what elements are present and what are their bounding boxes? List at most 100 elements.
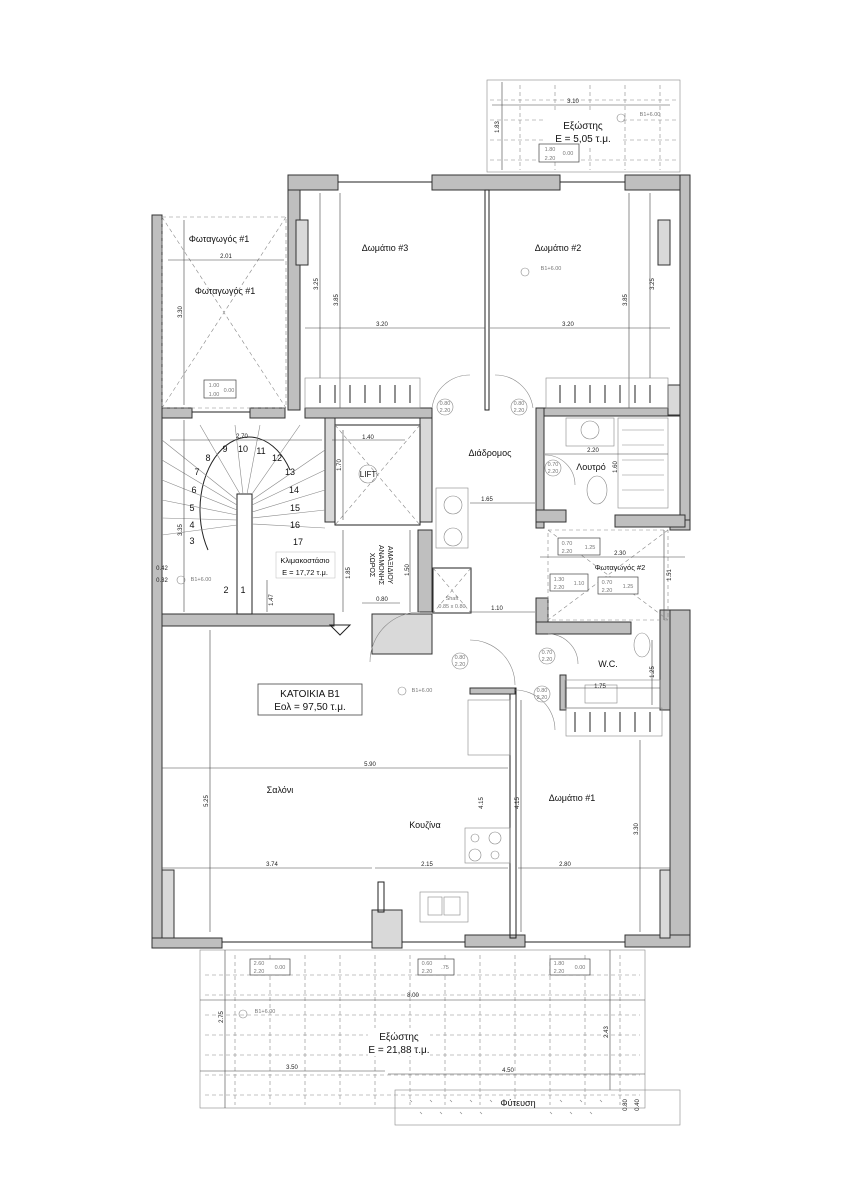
stair-step: 6 bbox=[191, 485, 196, 495]
unit-area: Εολ = 97,50 τ.μ. bbox=[274, 702, 346, 713]
stair-step: 11 bbox=[256, 446, 265, 456]
dim-label: 0.80 bbox=[376, 597, 388, 603]
stair-step: 3 bbox=[189, 536, 194, 546]
opening-tag: .75 bbox=[441, 965, 449, 971]
room-2-label: Δωμάτιο #2 bbox=[535, 243, 582, 253]
wc-label: W.C. bbox=[598, 659, 618, 669]
dim-label: 4.15 bbox=[515, 797, 521, 809]
corridor bbox=[432, 487, 535, 614]
stair-step: 4 bbox=[189, 520, 194, 530]
level-mark: B1+6.00 bbox=[255, 1009, 276, 1015]
waiting-area-label: ΑΝΑΜΟΝΗΣ bbox=[377, 545, 384, 586]
opening-tag: 1.25 bbox=[623, 584, 634, 590]
dim-label: 3.74 bbox=[266, 862, 278, 868]
dim-label: 2.20 bbox=[587, 448, 599, 454]
dim-label: 0.32 bbox=[156, 578, 168, 584]
door-tag: 0.70 bbox=[542, 650, 553, 656]
opening-tag: 1.80 bbox=[545, 147, 556, 153]
walls bbox=[151, 174, 691, 949]
opening-tag: 1.00 bbox=[209, 392, 220, 398]
dim-label: 2.43 bbox=[604, 1026, 610, 1038]
planting-strip bbox=[394, 1089, 681, 1126]
dim-label: 2.01 bbox=[220, 254, 232, 260]
shaft-label: Shaft bbox=[446, 596, 459, 602]
stair-step: 5 bbox=[189, 503, 194, 513]
opening-tag: 1.00 bbox=[209, 383, 220, 389]
lightwell-2 bbox=[540, 529, 685, 621]
opening-tag: 2.20 bbox=[554, 969, 565, 975]
dim-label: 5.90 bbox=[364, 762, 376, 768]
opening-tag: 2.20 bbox=[422, 969, 433, 975]
lightwell-2-label: Φωταγωγός #2 bbox=[595, 563, 646, 572]
dim-label: 2.70 bbox=[236, 434, 248, 440]
door-tag: 0.80 bbox=[537, 688, 548, 694]
dim-label: 5.25 bbox=[204, 795, 210, 807]
living-room-label: Σαλόνι bbox=[267, 785, 294, 795]
entry-arrow-icon bbox=[328, 624, 352, 636]
opening-tag: 1.10 bbox=[574, 581, 585, 587]
dim-label: 1.83 bbox=[495, 121, 501, 133]
opening-tag: 0.60 bbox=[422, 961, 433, 967]
balcony-top bbox=[486, 79, 681, 173]
opening-tag: 0.00 bbox=[575, 965, 586, 971]
dim-label: 1.70 bbox=[337, 459, 343, 471]
stair-step: 10 bbox=[238, 444, 248, 454]
unit-title: ΚΑΤΟΙΚΙΑ Β1 bbox=[280, 689, 340, 700]
dim-label: 3.20 bbox=[562, 322, 574, 328]
dim-label: 1.65 bbox=[481, 497, 493, 503]
room-3-label: Δωμάτιο #3 bbox=[362, 243, 409, 253]
dim-label: 1.75 bbox=[594, 684, 606, 690]
dim-label: 2.80 bbox=[559, 862, 571, 868]
dim-label: 3.10 bbox=[567, 99, 579, 105]
dim-label: 1.40 bbox=[362, 435, 374, 441]
level-marker-icon bbox=[397, 686, 407, 696]
level-marker-icon bbox=[616, 113, 626, 123]
stair-label: Κλιμακοστάσιο bbox=[280, 556, 329, 565]
bedroom-dims bbox=[304, 193, 670, 409]
windows bbox=[192, 181, 625, 943]
lift-label: LIFT bbox=[360, 470, 377, 479]
lightwell-1-label: Φωταγωγός #1 bbox=[189, 234, 250, 244]
stair-step: 17 bbox=[293, 537, 303, 547]
dim-label: 0.42 bbox=[156, 566, 168, 572]
dim-label: 3.85 bbox=[623, 294, 629, 306]
staircase bbox=[161, 420, 326, 615]
opening-tag: 1.30 bbox=[554, 577, 565, 583]
dim-label: 0.40 bbox=[635, 1099, 641, 1111]
dim-label: 1.85 bbox=[346, 567, 352, 579]
opening-tag: 0.00 bbox=[275, 965, 286, 971]
opening-tag: 0.70 bbox=[602, 580, 613, 586]
opening-tag: 2.20 bbox=[554, 585, 565, 591]
door-tag: 0.80 bbox=[455, 655, 466, 661]
level-mark: B1+6.00 bbox=[640, 112, 661, 118]
stair-step: 7 bbox=[194, 467, 199, 477]
opening-tag: 2.20 bbox=[254, 969, 265, 975]
living-kitchen bbox=[162, 630, 670, 932]
door-tag: 0.80 bbox=[440, 401, 451, 407]
opening-tag: 2.60 bbox=[254, 961, 265, 967]
door-tag: 2.20 bbox=[440, 408, 451, 414]
stair-step: 12 bbox=[272, 453, 282, 463]
wc bbox=[547, 632, 661, 709]
opening-tag: 1.25 bbox=[585, 545, 596, 551]
dim-label: 3.30 bbox=[178, 306, 184, 318]
dim-label: 1.10 bbox=[491, 606, 503, 612]
unit-title-box bbox=[257, 683, 363, 716]
bathroom bbox=[544, 417, 669, 509]
stair-step: 1 bbox=[240, 585, 245, 595]
opening-tag: 2.20 bbox=[602, 588, 613, 594]
dim-label: 0.80 bbox=[623, 1099, 629, 1111]
balcony-bottom-area: E = 21,88 τ.μ. bbox=[368, 1045, 429, 1056]
dim-label: 3.25 bbox=[650, 278, 656, 290]
stair-area: E = 17,72 τ.μ. bbox=[282, 568, 328, 577]
waiting-area-label: ΑΜΑΞΙΔΙΟΥ bbox=[386, 546, 393, 585]
opening-tag: 2.20 bbox=[545, 156, 556, 162]
opening-tag: 0.00 bbox=[224, 388, 235, 394]
level-mark: B1+6.00 bbox=[412, 688, 433, 694]
dim-label: 3.25 bbox=[314, 278, 320, 290]
lift bbox=[328, 424, 421, 663]
stair-step: 15 bbox=[290, 503, 300, 513]
waiting-area-label: ΧΩΡΟΣ bbox=[368, 553, 375, 578]
balcony-top-area: E = 5,05 τ.μ. bbox=[555, 134, 611, 145]
